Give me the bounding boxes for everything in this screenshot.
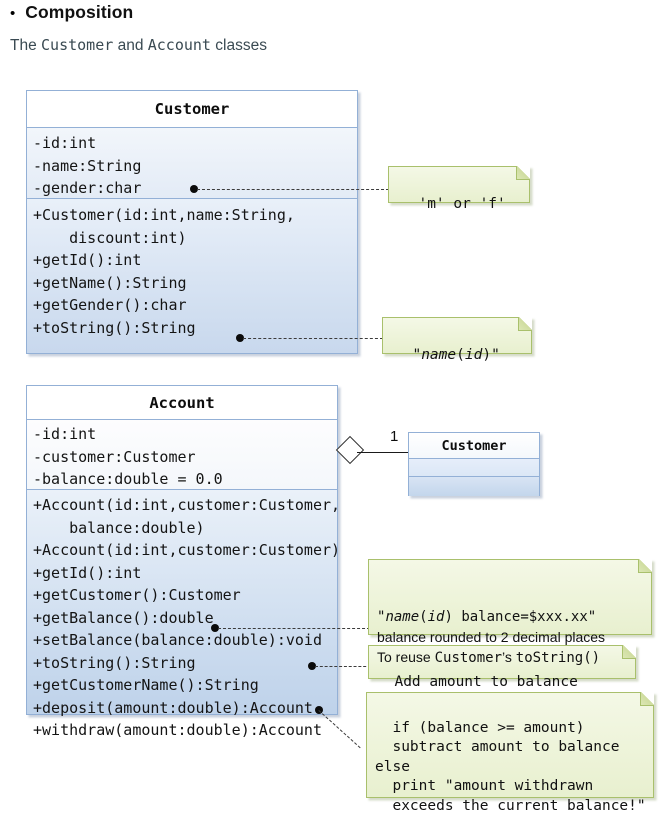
uml-class-customer: Customer -id:int -name:String -gender:ch… [26,90,358,354]
note-gender-values: 'm' or 'f' [388,166,530,212]
subtitle-part-the: The [10,37,42,54]
line1-paren-open: ( [419,609,428,625]
page-title: Composition [25,2,134,22]
note-account-tostring-body: "name(id) balance=$xxx.xx" balance rounde… [377,606,651,668]
connector-dot-account-tostring [211,624,219,632]
var-id: id [464,347,483,363]
note-account-tostring-format: "name(id) balance=$xxx.xx" balance rounde… [368,559,652,666]
paren-open: ( [456,347,465,363]
var-name: name [421,347,457,363]
line1-rest: balance=$xxx.xx" [452,609,597,625]
subtitle-part-classes: classes [210,37,267,54]
class-attributes-account: -id:int -customer:Customer -balance:doub… [27,420,337,490]
note-gender-text: 'm' or 'f' [418,196,506,212]
connector-line-account-tostring [218,628,370,629]
class-methods-customer-reference-empty [409,477,539,496]
line1-quote-open: " [377,609,386,625]
page-subtitle: The Customer and Account classes [10,36,267,55]
line1-paren-close: ) [444,609,453,625]
quote-open: " [412,347,422,363]
uml-class-account: Account -id:int -customer:Customer -bala… [26,385,340,739]
connector-line-withdraw [318,710,361,749]
connector-dot-gender [190,185,198,193]
subtitle-part-customer: Customer [41,36,114,54]
paren-close: ) [482,347,492,363]
bullet-icon: • [10,5,16,22]
multiplicity-label: 1 [390,428,399,445]
connector-dot-deposit [308,662,316,670]
page-heading: • Composition [10,2,133,23]
quote-close: " [491,347,500,363]
class-methods-customer: +Customer(id:int,name:String, discount:i… [27,199,357,353]
class-methods-account: +Account(id:int,customer:Customer, balan… [27,490,340,739]
subtitle-part-and: and [113,37,148,54]
uml-class-customer-reference: Customer [408,432,540,496]
composition-diamond-icon [335,435,365,465]
line1-var-id: id [427,609,445,625]
connector-dot-customer-tostring [236,334,244,342]
note-withdraw-behavior: if (balance >= amount) subtract amount t… [366,692,654,814]
line3-apostrophe-s: ’s [502,649,516,665]
line3-customer: Customer [434,650,503,666]
class-name-customer-reference: Customer [409,433,539,459]
note-customer-tostring-text: "name(id)" [412,347,499,363]
note-deposit-behavior: Add amount to balance [368,645,636,690]
note-customer-tostring-format: "name(id)" [382,317,532,363]
class-attributes-customer-reference-empty [409,459,539,477]
subtitle-part-account: Account [147,36,211,54]
connector-line-customer-tostring [243,338,383,339]
line3-a: To reuse [377,649,435,665]
class-name-customer: Customer [27,91,357,128]
note-withdraw-text: if (balance >= amount) subtract amount t… [375,719,646,814]
connector-line-deposit [315,666,371,667]
line3-tostring: toString() [515,650,601,666]
note-deposit-text: Add amount to balance [394,674,578,690]
line1-var-name: name [385,609,420,625]
association-line [357,452,409,453]
connector-dot-withdraw [315,706,323,714]
connector-line-gender [197,189,389,190]
line2-rounding: balance rounded to 2 decimal places [377,629,606,645]
class-name-account: Account [27,386,337,420]
